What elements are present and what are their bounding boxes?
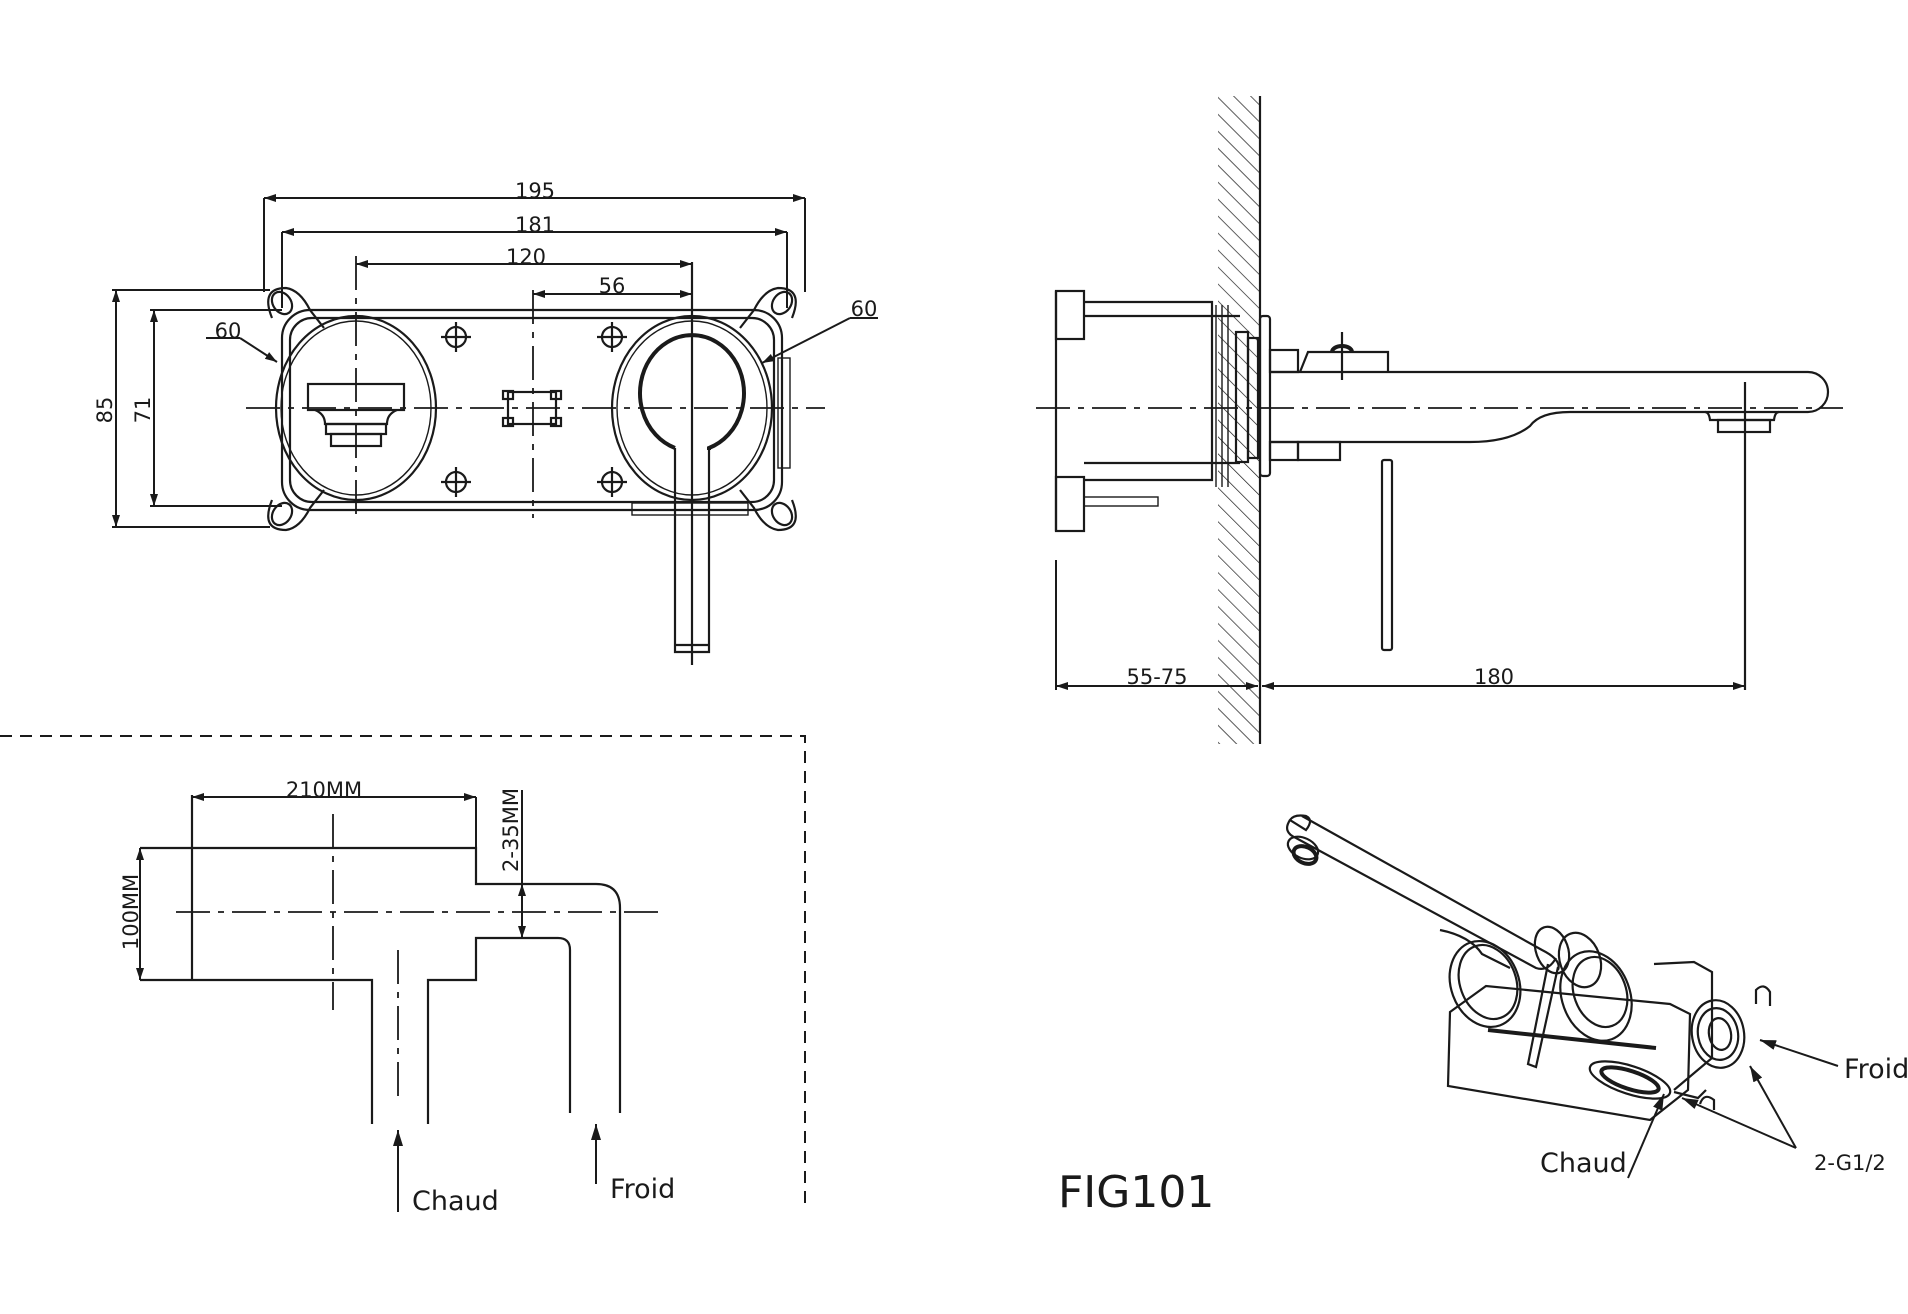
isometric-view: Froid Chaud 2-G1/2 [1286,814,1908,1179]
iso-connection-leader-1 [1749,1065,1797,1149]
dim-210mm-label: 210MM [286,778,362,802]
left-rosette-dia-label: 60 [215,319,242,343]
dim-56-label: 56 [599,274,626,298]
spout [1270,370,1830,444]
dim-wall-depth-label: 55-75 [1126,665,1187,689]
bottom-tab [631,502,749,516]
iso-hot-inlet [1588,1060,1672,1100]
dim-85-label: 85 [93,397,117,424]
iso-spout [1286,815,1560,971]
iso-handle-rosette [1559,950,1633,1042]
dim-195-label: 195 [515,179,555,203]
side-tab [777,357,791,469]
iso-cold-leader [1759,1039,1839,1067]
hot-label: Chaud [412,1186,499,1217]
dim-100mm-label: 100MM [119,874,143,950]
front-view: 195 181 120 56 85 71 60 60 [93,179,878,665]
installation-view: 210MM 100MM 2-35MM Chaud Froid [0,735,806,1217]
iso-cold-label: Froid [1844,1054,1908,1085]
cold-label: Froid [610,1174,675,1205]
iso-box [1446,984,1692,1122]
dim-120-label: 120 [506,245,546,269]
spout-aerator-side [1704,410,1780,422]
iso-hot-label: Chaud [1540,1148,1627,1179]
body-outline-bottom [140,936,572,1124]
screw-heads [441,322,627,497]
wall-hatching [1218,96,1260,744]
fixing-lugs [267,286,797,532]
box-inner [288,316,776,504]
iso-connection-label: 2-G1/2 [1814,1151,1886,1175]
dim-spout-projection-label: 180 [1474,665,1514,689]
figure-title: FIG101 [1058,1167,1214,1218]
handle-hub [638,333,746,450]
right-rosette-dia-label: 60 [851,297,878,321]
iso-handle-lever [1526,963,1560,1069]
iso-spout-rosette [1448,939,1522,1029]
side-view: 55-75 180 [1036,96,1843,744]
iso-cold-inlet [1690,999,1746,1069]
box-outer [280,308,784,512]
section-boundary [0,735,806,1205]
iso-hot-leader [1627,1093,1665,1179]
handle-lever-side [1380,458,1394,652]
body-outline-top [140,846,622,1113]
iso-connection-leader-2 [1681,1097,1797,1149]
dim-71-label: 71 [131,397,155,424]
dim-2-35mm-label: 2-35MM [499,788,523,872]
dim-181-label: 181 [515,213,555,237]
